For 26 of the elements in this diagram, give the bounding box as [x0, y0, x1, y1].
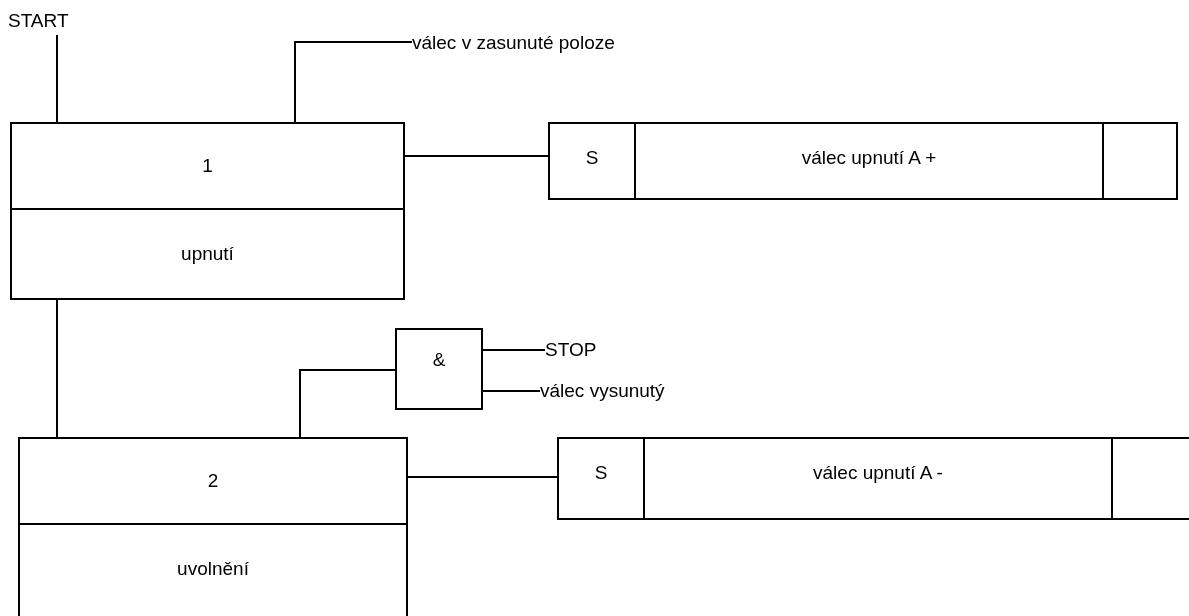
condition-label: STOP	[545, 337, 597, 362]
connector-line	[407, 476, 558, 478]
step-number: 2	[207, 468, 219, 493]
action-box	[557, 437, 1189, 520]
step-label: uvolnění	[177, 556, 249, 581]
action-qualifier: S	[594, 461, 608, 485]
connector-line	[56, 34, 58, 123]
action-box	[548, 122, 1178, 200]
gate-symbol: &	[432, 348, 446, 372]
connector-line	[404, 155, 549, 157]
connector-line	[299, 369, 396, 438]
step-box	[10, 122, 405, 300]
connector-line	[56, 299, 58, 438]
and-gate-box	[395, 328, 483, 410]
action-label: válec upnutí A +	[801, 146, 937, 170]
action-qualifier: S	[585, 146, 599, 170]
condition-label: START	[8, 9, 69, 34]
condition-label: válec vysunutý	[540, 378, 665, 403]
connector-line	[482, 390, 541, 392]
connector-line	[294, 41, 413, 123]
step-box	[18, 437, 408, 616]
step-number: 1	[202, 153, 213, 178]
action-label: válec upnutí A -	[813, 461, 943, 485]
condition-label: válec v zasunuté poloze	[412, 30, 615, 55]
step-label: upnutí	[181, 241, 234, 266]
connector-line	[482, 349, 546, 351]
